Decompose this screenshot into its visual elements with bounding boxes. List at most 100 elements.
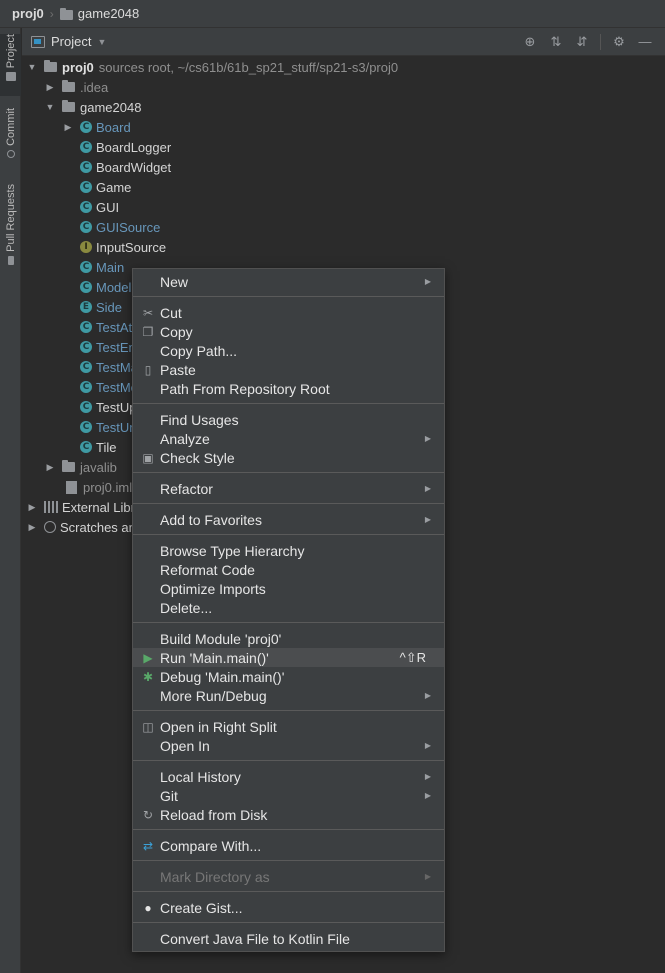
- submenu-arrow-icon: ▶: [424, 434, 431, 443]
- menu-item-mark-directory[interactable]: Mark Directory as ▶: [133, 867, 444, 886]
- collapse-all-icon[interactable]: ⇵: [576, 34, 588, 49]
- tree-class-boardlogger[interactable]: C BoardLogger: [80, 137, 171, 157]
- tree-class-gui[interactable]: C GUI: [80, 197, 119, 217]
- context-menu: New ▶ ✂ Cut ❐ Copy Copy Path... ▯ Paste …: [132, 268, 445, 952]
- github-icon: ●: [144, 900, 152, 915]
- menu-item-run[interactable]: ▶ Run 'Main.main()' ^⇧R: [133, 648, 444, 667]
- menu-separator: [133, 760, 444, 761]
- game2048-label: game2048: [80, 99, 142, 115]
- menu-item-build-module[interactable]: Build Module 'proj0': [133, 629, 444, 648]
- menu-separator: [133, 860, 444, 861]
- menu-item-reload[interactable]: ↻ Reload from Disk: [133, 805, 444, 824]
- menu-label: Reload from Disk: [160, 806, 268, 823]
- hide-panel-icon[interactable]: —: [638, 34, 652, 49]
- tree-node-idea[interactable]: ▶ .idea: [45, 77, 109, 97]
- breadcrumb-separator: ›: [49, 6, 54, 21]
- menu-item-new[interactable]: New ▶: [133, 272, 444, 291]
- test-class-icon: C: [80, 421, 92, 433]
- menu-item-copy[interactable]: ❐ Copy: [133, 322, 444, 341]
- tree-node-game2048[interactable]: ▼ game2048: [45, 97, 142, 117]
- tab-commit[interactable]: Commit: [0, 108, 21, 168]
- tree-file-iml[interactable]: proj0.iml: [66, 477, 132, 497]
- menu-item-find-usages[interactable]: Find Usages: [133, 410, 444, 429]
- tree-enum-side[interactable]: E Side: [80, 297, 122, 317]
- locate-icon[interactable]: ⊕: [524, 34, 536, 49]
- menu-label: Check Style: [160, 449, 235, 466]
- tab-pull-requests[interactable]: Pull Requests: [0, 184, 21, 274]
- tree-node-javalib[interactable]: ▶ javalib: [45, 457, 117, 477]
- menu-label: Analyze: [160, 430, 210, 447]
- menu-label: Browse Type Hierarchy: [160, 542, 305, 559]
- menu-item-open-right-split[interactable]: ◫ Open in Right Split: [133, 717, 444, 736]
- menu-label: Create Gist...: [160, 899, 243, 916]
- class-icon: C: [80, 141, 92, 153]
- folder-icon: [62, 460, 75, 472]
- collapsed-arrow-icon[interactable]: ▶: [64, 121, 72, 132]
- menu-separator: [133, 622, 444, 623]
- menu-item-more-run[interactable]: More Run/Debug ▶: [133, 686, 444, 705]
- collapsed-arrow-icon[interactable]: ▶: [46, 81, 54, 92]
- menu-item-create-gist[interactable]: ● Create Gist...: [133, 898, 444, 917]
- run-icon: ▶: [143, 650, 153, 665]
- collapsed-arrow-icon[interactable]: ▶: [28, 501, 36, 512]
- submenu-arrow-icon: ▶: [424, 484, 431, 493]
- collapsed-arrow-icon[interactable]: ▶: [28, 521, 36, 532]
- menu-item-compare[interactable]: ⇄ Compare With...: [133, 836, 444, 855]
- reload-icon: ↻: [142, 807, 154, 822]
- menu-item-add-favorites[interactable]: Add to Favorites ▶: [133, 510, 444, 529]
- menu-item-local-history[interactable]: Local History ▶: [133, 767, 444, 786]
- menu-label: More Run/Debug: [160, 687, 267, 704]
- menu-item-browse-type[interactable]: Browse Type Hierarchy: [133, 541, 444, 560]
- chevron-down-icon[interactable]: ▼: [97, 36, 107, 47]
- menu-item-copy-path[interactable]: Copy Path...: [133, 341, 444, 360]
- menu-item-convert-kotlin[interactable]: Convert Java File to Kotlin File: [133, 929, 444, 948]
- menu-label: Git: [160, 787, 178, 804]
- tab-commit-label: Commit: [4, 108, 17, 146]
- menu-item-delete[interactable]: Delete...: [133, 598, 444, 617]
- gear-icon[interactable]: ⚙: [613, 34, 625, 49]
- menu-item-path-from-repo[interactable]: Path From Repository Root: [133, 379, 444, 398]
- expanded-arrow-icon[interactable]: ▼: [45, 102, 55, 112]
- tree-class-boardwidget[interactable]: C BoardWidget: [80, 157, 171, 177]
- menu-item-analyze[interactable]: Analyze ▶: [133, 429, 444, 448]
- tree-class-model[interactable]: C Model: [80, 277, 131, 297]
- root-hint: sources root, ~/cs61b/61b_sp21_stuff/sp2…: [98, 59, 399, 75]
- menu-item-debug[interactable]: ✱ Debug 'Main.main()': [133, 667, 444, 686]
- menu-item-paste[interactable]: ▯ Paste: [133, 360, 444, 379]
- breadcrumb-project[interactable]: proj0: [12, 6, 44, 21]
- class-label: BoardWidget: [96, 159, 172, 175]
- class-icon: C: [80, 181, 92, 193]
- menu-item-optimize[interactable]: Optimize Imports: [133, 579, 444, 598]
- menu-separator: [133, 534, 444, 535]
- menu-item-open-in[interactable]: Open In ▶: [133, 736, 444, 755]
- collapsed-arrow-icon[interactable]: ▶: [46, 461, 54, 472]
- menu-item-check-style[interactable]: ▣ Check Style: [133, 448, 444, 467]
- tree-class-board[interactable]: ▶ C Board: [63, 117, 131, 137]
- tree-class-game[interactable]: C Game: [80, 177, 131, 197]
- menu-item-git[interactable]: Git ▶: [133, 786, 444, 805]
- tree-interface-inputsource[interactable]: I InputSource: [80, 237, 166, 257]
- menu-label: Copy: [160, 323, 193, 340]
- menu-separator: [133, 403, 444, 404]
- expanded-arrow-icon[interactable]: ▼: [27, 62, 37, 72]
- expand-all-icon[interactable]: ⇅: [550, 34, 562, 49]
- breadcrumb-folder-label: game2048: [77, 6, 140, 21]
- menu-item-refactor[interactable]: Refactor ▶: [133, 479, 444, 498]
- tree-node-root[interactable]: ▼ proj0 sources root, ~/cs61b/61b_sp21_s…: [27, 57, 399, 77]
- menu-item-reformat[interactable]: Reformat Code: [133, 560, 444, 579]
- menu-item-cut[interactable]: ✂ Cut: [133, 303, 444, 322]
- menu-label: Reformat Code: [160, 561, 255, 578]
- menu-separator: [133, 922, 444, 923]
- tab-project[interactable]: Project: [0, 34, 21, 96]
- tree-class-guisource[interactable]: C GUISource: [80, 217, 160, 237]
- project-panel-header: Project ▼ ⊕ ⇅ ⇵ ⚙ —: [22, 28, 665, 56]
- panel-title[interactable]: Project: [51, 34, 92, 49]
- submenu-arrow-icon: ▶: [424, 277, 431, 286]
- library-icon: [44, 501, 58, 513]
- tree-class-tile[interactable]: C Tile: [80, 437, 116, 457]
- breadcrumb-folder[interactable]: game2048: [59, 6, 140, 21]
- class-label: Game: [96, 179, 132, 195]
- package-folder-icon: [62, 100, 75, 112]
- test-class-icon: C: [80, 341, 92, 353]
- tree-class-main[interactable]: C Main: [80, 257, 124, 277]
